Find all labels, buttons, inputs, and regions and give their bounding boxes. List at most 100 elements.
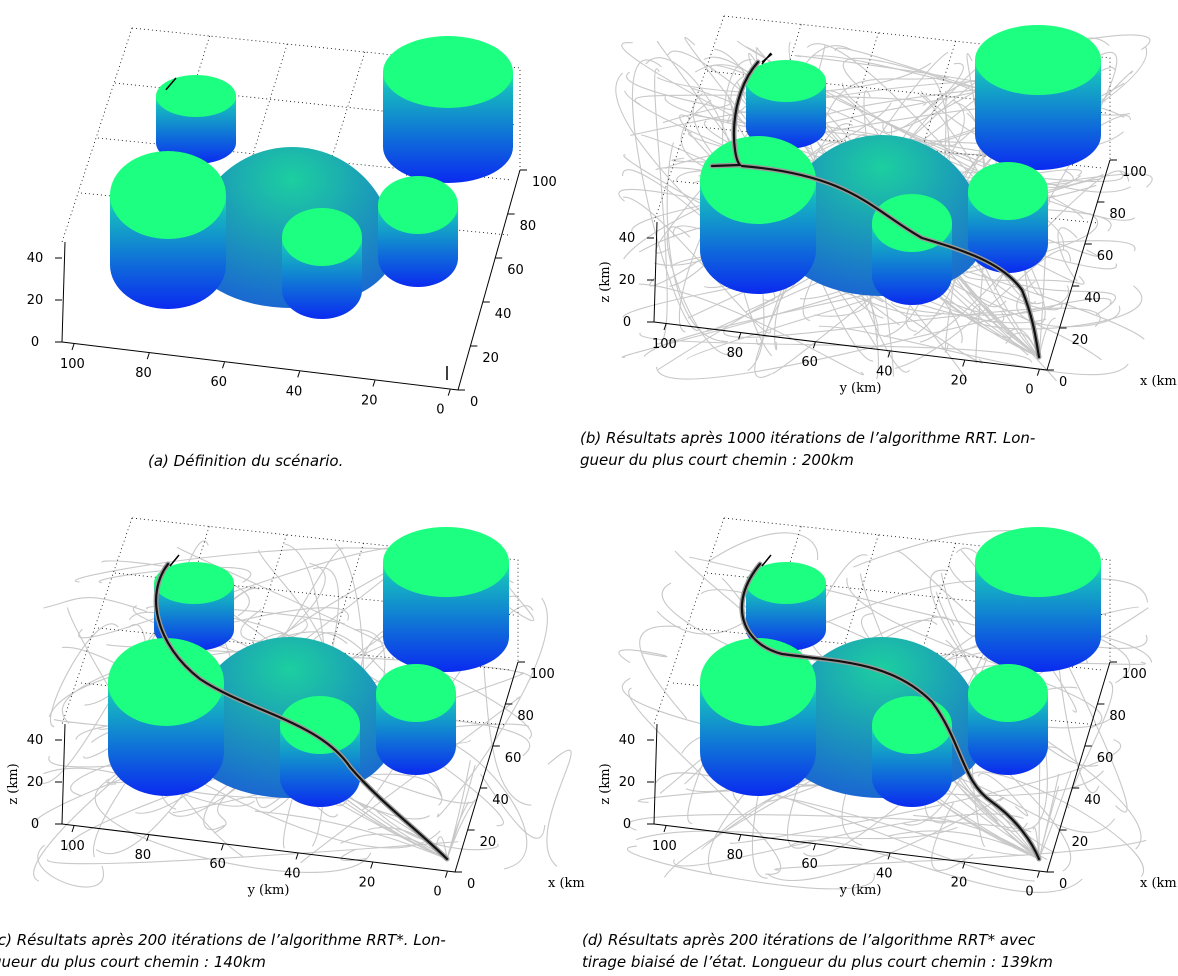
cylinder-top [376, 664, 456, 722]
tree-edge [638, 283, 864, 376]
y-tick [812, 342, 816, 349]
x-tick-label: 60 [1097, 249, 1114, 264]
x-axis-line [1046, 159, 1111, 371]
shortest-path [709, 53, 1042, 360]
y-tick-label: 40 [876, 866, 893, 881]
x-tick-label: 60 [507, 263, 524, 278]
cylinder-top [383, 36, 513, 108]
tree-edge [977, 773, 1029, 817]
obstacle-cylinder-front-center [872, 696, 952, 807]
tree-edge [662, 87, 731, 124]
x-tick-label: 60 [505, 751, 522, 766]
tree-edge [689, 556, 1148, 649]
obstacle-cylinder-back-right [383, 527, 509, 672]
z-axis-label: z (km) [598, 763, 613, 804]
caption-b-line1: (b) Résultats après 1000 itérations de l… [580, 429, 1036, 447]
tree-edge [37, 844, 105, 888]
back-wall-edge [653, 517, 725, 725]
tree-edge [1016, 280, 1121, 328]
y-tick-label: 80 [135, 848, 152, 863]
y-tick-label: 0 [1025, 383, 1033, 398]
obstacle-cylinder-right [968, 162, 1048, 273]
tree-edge [958, 783, 1040, 860]
obstacle-cylinder-back-right [975, 25, 1101, 170]
tree-edge [931, 802, 974, 871]
obstacle-cylinder-front-center [872, 194, 952, 305]
cylinder-top [872, 696, 952, 754]
z-tick-label: 40 [27, 251, 44, 266]
y-tick-label: 60 [210, 375, 227, 390]
tree-edge [846, 577, 1103, 729]
y-tick [370, 862, 374, 869]
y-tick [444, 871, 448, 878]
x-axis-label: x (km) [1140, 374, 1177, 389]
cylinder-top [746, 562, 826, 604]
cylinder-top [282, 208, 362, 266]
y-tick [222, 362, 225, 369]
tree-edge [546, 749, 572, 867]
z-axis-label: z (km) [6, 763, 21, 804]
obstacle-cylinder-right [376, 664, 456, 775]
y-tick [220, 844, 224, 851]
y-tick-label: 0 [436, 403, 444, 418]
y-tick [962, 360, 966, 367]
y-tick-label: 0 [433, 885, 441, 900]
x-tick-label: 40 [495, 307, 512, 322]
y-tick-label: 60 [209, 857, 226, 872]
y-axis-line [61, 823, 456, 873]
tree-edge [213, 774, 254, 834]
y-tick [146, 352, 150, 360]
y-tick [1036, 369, 1040, 376]
y-tick [71, 343, 75, 351]
back-wall-edge [723, 15, 1111, 160]
x-tick-label: 0 [467, 877, 475, 892]
y-tick [663, 323, 667, 331]
obstacle-cylinder-front-left [108, 638, 224, 796]
y-tick-label: 80 [727, 848, 744, 863]
y-tick [146, 834, 150, 842]
tree-edge [436, 597, 548, 818]
caption-d-line1: (d) Résultats après 200 itérations de l’… [582, 931, 1036, 949]
obstacle-cylinder-front-center [282, 208, 362, 319]
cylinder-top [872, 194, 952, 252]
tree-edge [480, 773, 546, 839]
y-axis-label: y (km) [839, 381, 882, 396]
z-tick-label: 40 [27, 733, 44, 748]
y-tick [295, 853, 299, 860]
tree-edge [913, 814, 1040, 860]
y-tick-label: 20 [951, 875, 968, 890]
tree-edge [767, 796, 1005, 881]
cylinder-top [968, 664, 1048, 722]
tree-edge [1021, 284, 1116, 316]
y-tick [887, 351, 891, 358]
tree-edge [969, 771, 1145, 877]
tree-edge [777, 796, 1032, 856]
x-axis-line [1046, 661, 1111, 873]
y-axis-line [653, 321, 1048, 371]
y-tick-label: 100 [652, 839, 677, 854]
x-tick-label: 20 [1072, 835, 1089, 850]
caption-c-line2: gueur du plus court chemin : 140km [0, 953, 266, 971]
z-tick-label: 0 [623, 315, 631, 330]
x-tick-label: 80 [520, 219, 537, 234]
cylinder-top [154, 562, 234, 604]
x-tick-label: 40 [1084, 793, 1101, 808]
obstacle-cylinder-back-left [746, 562, 826, 651]
y-tick-label: 20 [359, 875, 376, 890]
x-axis-line [454, 661, 519, 873]
tree-edge [626, 845, 875, 890]
cylinder-top [700, 638, 816, 726]
y-axis-label: y (km) [247, 883, 290, 898]
y-axis-line [653, 823, 1048, 873]
y-tick-label: 100 [652, 337, 677, 352]
start-marker [761, 52, 772, 65]
tree-edge [254, 810, 448, 860]
tree-edge [666, 226, 741, 356]
tree-edge [639, 625, 688, 719]
